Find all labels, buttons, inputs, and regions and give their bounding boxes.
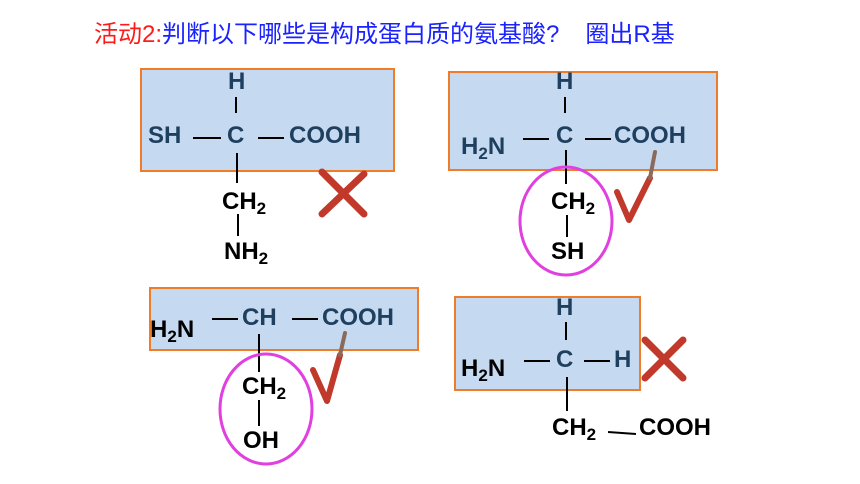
carboxyl-2: COOH — [614, 122, 686, 149]
backbone-box-3 — [149, 287, 419, 351]
activity-title: 活动2:判断以下哪些是构成蛋白质的氨基酸? 圈出R基 — [94, 14, 675, 49]
bond-4e — [607, 431, 637, 435]
bond-4b — [524, 360, 550, 362]
backbone-box-4 — [454, 296, 641, 391]
carboxyl-1: COOH — [289, 122, 361, 149]
bond-1d — [236, 153, 238, 183]
alpha-carbon-4: C — [556, 346, 574, 373]
top-h-2: H — [556, 68, 574, 95]
activity-label: 活动2: — [94, 21, 163, 48]
instruction-text: 圈出R基 — [585, 21, 675, 48]
amino-group-3: H2N — [150, 316, 195, 347]
bond-2c — [585, 138, 611, 140]
r-group-line2-1: NH2 — [224, 238, 269, 269]
top-h-1: H — [228, 68, 246, 95]
bond-2b — [523, 138, 549, 140]
bond-3b — [292, 318, 318, 320]
alpha-carbon-1: C — [227, 122, 245, 149]
bond-1c — [258, 137, 284, 139]
right-h-4: H — [614, 346, 632, 373]
amino-group-4: H2N — [461, 355, 506, 386]
alpha-carbon-3: CH — [242, 304, 277, 331]
top-h-4: H — [556, 294, 574, 321]
bond-4a — [565, 322, 567, 340]
r-group-line1-1: CH2 — [222, 188, 267, 219]
bond-4d — [566, 377, 568, 411]
amino-group-2: H2N — [461, 133, 506, 164]
bond-1b — [193, 137, 221, 139]
left-group-1: SH — [148, 122, 182, 149]
bond-3a — [212, 318, 238, 320]
bond-2a — [564, 97, 566, 113]
question-text: 判断以下哪些是构成蛋白质的氨基酸? — [162, 21, 560, 48]
bond-1e — [237, 214, 239, 236]
alpha-carbon-2: C — [556, 122, 574, 149]
carboxyl-3: COOH — [322, 304, 394, 331]
bond-4c — [584, 360, 610, 362]
r-group-line2-4: COOH — [639, 414, 711, 441]
bond-1a — [235, 97, 237, 113]
r-group-line1-4: CH2 — [552, 414, 597, 445]
backbone-box-1 — [140, 68, 395, 172]
